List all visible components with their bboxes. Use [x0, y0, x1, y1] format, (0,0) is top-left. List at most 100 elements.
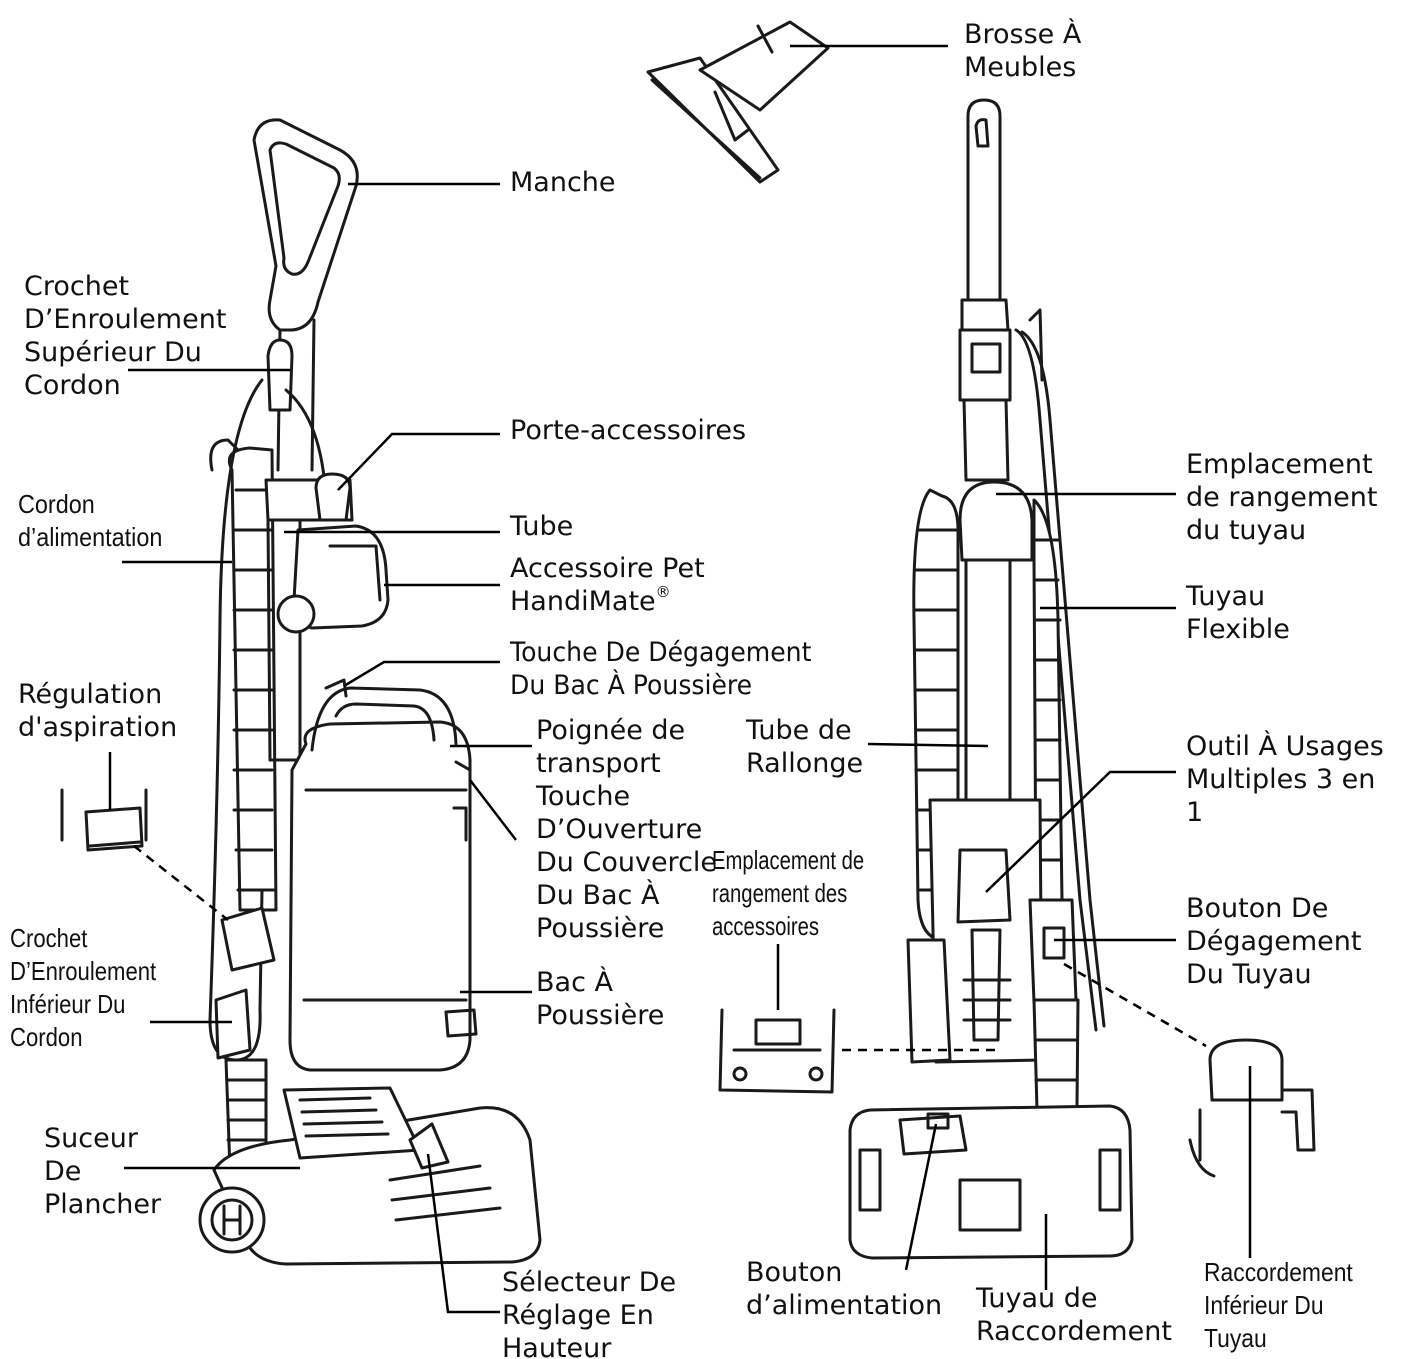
label-line: Tuyau [1204, 1323, 1267, 1353]
label-emplacement-accessoires: Emplacement de rangement des accessoires [712, 844, 864, 943]
label-line: Porte-accessoires [510, 415, 747, 446]
label-line: Touche De Dégagement [510, 637, 812, 668]
label-line: Raccordement [1204, 1257, 1353, 1287]
label-bouton-degagement-tuyau: Bouton De Dégagement Du Tuyau [1186, 892, 1361, 991]
label-line: Bac À [536, 967, 613, 998]
leader-selecteur [426, 1153, 500, 1314]
label-outil-usages-multiples: Outil À Usages Multiples 3 en 1 [1186, 730, 1384, 829]
label-crochet-inferieur: Crochet D’Enroulement Inférieur Du Cordo… [10, 922, 156, 1054]
leader-touche-ouv [469, 779, 517, 841]
label-line: Cordon [24, 370, 121, 401]
label-suceur-de-plancher: Suceur De Plancher [44, 1122, 161, 1221]
label-line: Rallonge [746, 748, 864, 779]
label-bouton-alimentation: Bouton d’alimentation [746, 1256, 942, 1322]
label-line: Bouton De [1186, 893, 1329, 924]
label-line: Plancher [44, 1189, 162, 1220]
label-line: Réglage En [502, 1300, 654, 1331]
label-line: Poignée de [536, 715, 686, 746]
label-line: Tuyau de [976, 1283, 1098, 1314]
leader-bouton-alim [904, 1123, 938, 1271]
dashed-leaders [133, 845, 1207, 1052]
upright-vacuum-right-drawing [718, 98, 1316, 1260]
leader-touche-bac [343, 660, 500, 688]
upright-vacuum-left-drawing [60, 118, 542, 1266]
label-line: Du Tuyau [1186, 959, 1312, 990]
registered-mark: ® [655, 583, 671, 601]
label-line: Du Bac À [536, 880, 660, 911]
label-line: D’Ouverture [536, 814, 703, 845]
label-line: Cordon [10, 1022, 83, 1052]
label-tube: Tube [510, 510, 573, 543]
label-selecteur-reglage: Sélecteur De Réglage En Hauteur [502, 1266, 676, 1359]
label-line: d’alimentation [18, 522, 163, 552]
dashed-raccordement [1063, 962, 1207, 1048]
label-line: Crochet [24, 271, 130, 302]
label-line: de rangement [1186, 482, 1378, 513]
label-line: Supérieur Du [24, 337, 202, 368]
label-porte-accessoires: Porte-accessoires [510, 414, 746, 447]
label-line: Régulation [18, 679, 163, 710]
label-brosse-a-meubles: Brosse À Meubles [964, 18, 1081, 84]
label-line: Touche [536, 781, 631, 812]
label-line: d’alimentation [746, 1290, 943, 1321]
label-line: Inférieur Du [1204, 1290, 1324, 1320]
label-poignee-transport: Poignée de transport [536, 714, 685, 780]
label-line: D’Enroulement [10, 956, 157, 986]
label-line: Outil À Usages [1186, 731, 1384, 762]
label-manche: Manche [510, 166, 616, 199]
dashed-regulation [133, 845, 229, 921]
label-line: d'aspiration [18, 712, 178, 743]
label-line: Tube de [746, 715, 852, 746]
label-raccordement-inferieur: Raccordement Inférieur Du Tuyau [1204, 1256, 1353, 1355]
leader-porte-acc [337, 432, 500, 491]
label-line: Flexible [1186, 614, 1290, 645]
label-line: transport [536, 748, 661, 779]
label-line: 1 [1186, 797, 1204, 828]
label-line: Cordon [18, 489, 95, 519]
label-line: Brosse À [964, 19, 1082, 50]
label-line: Sélecteur De [502, 1267, 677, 1298]
label-line: Poussière [536, 913, 665, 944]
label-line: Accessoire Pet [510, 553, 705, 584]
label-emplacement-tuyau: Emplacement de rangement du tuyau [1186, 448, 1377, 547]
label-line: Du Couvercle [536, 847, 718, 878]
label-line: Tuyau [1186, 581, 1266, 612]
label-cordon-alimentation: Cordon d’alimentation [18, 488, 162, 554]
label-line: Emplacement [1186, 449, 1373, 480]
label-line: Multiples 3 en [1186, 764, 1376, 795]
label-line: rangement des [712, 878, 848, 908]
label-line: Hauteur [502, 1333, 612, 1359]
label-line-text: HandiMate [510, 586, 656, 617]
label-line: HandiMate® [510, 585, 705, 618]
label-regulation-aspiration: Régulation d'aspiration [18, 678, 177, 744]
furniture-brush-drawing [646, 20, 830, 184]
label-line: Manche [510, 167, 616, 198]
label-line: D’Enroulement [24, 304, 227, 335]
label-touche-ouverture: Touche D’Ouverture Du Couvercle Du Bac À… [536, 780, 717, 945]
label-line: Bouton [746, 1257, 843, 1288]
label-tube-de-rallonge: Tube de Rallonge [746, 714, 863, 780]
label-line: Inférieur Du [10, 989, 126, 1019]
leader-rallonge [867, 742, 989, 748]
label-tuyau-flexible: Tuyau Flexible [1186, 580, 1290, 646]
label-line: Emplacement de [712, 845, 865, 875]
label-accessoire-pet: Accessoire Pet HandiMate® [510, 552, 705, 618]
leader-outil [985, 770, 1176, 893]
label-line: Raccordement [976, 1316, 1172, 1347]
leader-lines [108, 44, 1252, 1314]
label-line: du tuyau [1186, 515, 1307, 546]
label-line: Crochet [10, 923, 88, 953]
label-crochet-superieur: Crochet D’Enroulement Supérieur Du Cordo… [24, 270, 226, 402]
label-line: Dégagement [1186, 926, 1362, 957]
label-line: Poussière [536, 1000, 665, 1031]
label-bac-a-poussiere: Bac À Poussière [536, 966, 664, 1032]
label-line: accessoires [712, 911, 820, 941]
label-line: De [44, 1156, 82, 1187]
label-tuyau-de-raccordement: Tuyau de Raccordement [976, 1282, 1172, 1348]
label-touche-degagement-bac: Touche De Dégagement Du Bac À Poussière [510, 636, 811, 702]
label-line: Du Bac À Poussière [510, 670, 753, 701]
label-line: Suceur [44, 1123, 138, 1154]
label-line: Tube [510, 511, 574, 542]
